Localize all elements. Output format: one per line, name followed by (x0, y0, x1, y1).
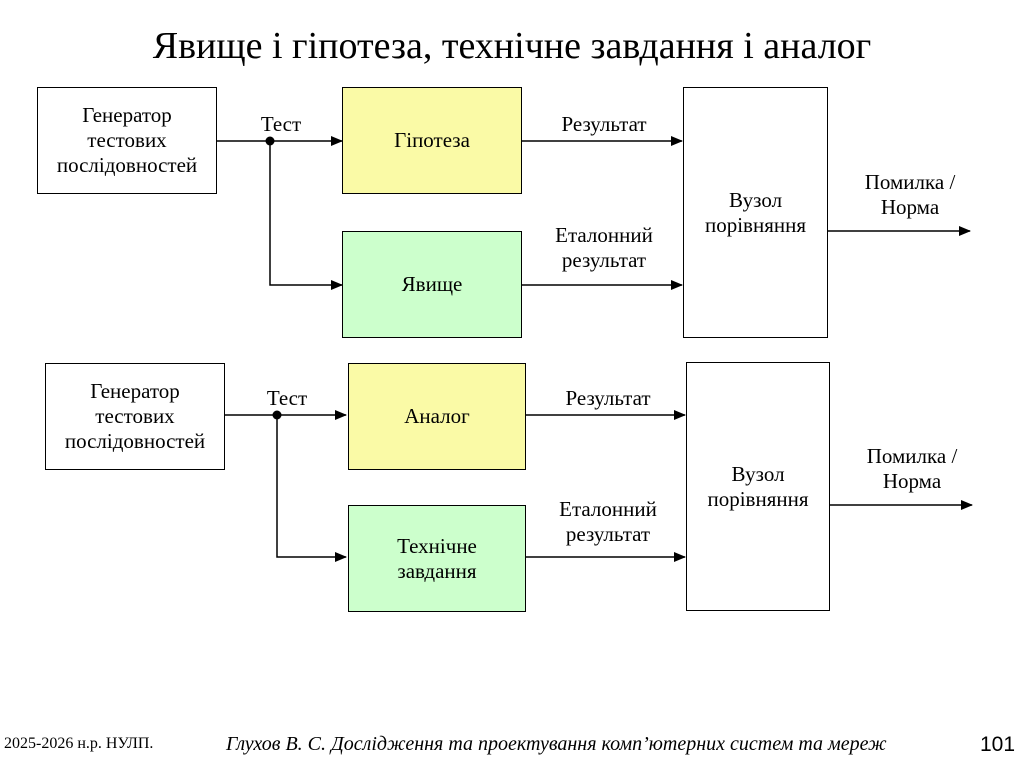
d2-reference-label: Еталонний результат (559, 497, 657, 546)
d2-output-label: Помилка / Норма (866, 444, 958, 493)
d2-junction-dot (272, 410, 282, 420)
d1-branch-arrow (269, 141, 343, 290)
diagram1-connectors (217, 136, 971, 290)
d2-comparator-box: Вузол порівняння (686, 362, 830, 611)
diagram2-connectors (225, 410, 973, 562)
d2-spec-box: Технічне завдання (348, 505, 526, 612)
d1-phenomenon-box: Явище (342, 231, 522, 338)
d1-reference-label: Еталонний результат (555, 223, 653, 272)
footer-year: 2025-2026 н.р. НУЛП. (4, 735, 154, 752)
d1-result-label: Результат (561, 112, 647, 136)
d1-generator-box: Генератор тестових послідовностей (37, 87, 217, 194)
d2-branch-arrow (276, 415, 347, 562)
page-number: 101 (980, 733, 1016, 756)
d1-output-label: Помилка / Норма (864, 170, 956, 219)
d1-comparator-box: Вузол порівняння (683, 87, 828, 338)
d2-test-label: Тест (266, 386, 308, 410)
d1-test-label: Тест (260, 112, 302, 136)
d2-result-label: Результат (565, 386, 651, 410)
d2-analog-box: Аналог (348, 363, 526, 470)
page-title: Явище і гіпотеза, технічне завдання і ан… (152, 25, 872, 67)
d1-junction-dot (265, 136, 275, 146)
d2-generator-box: Генератор тестових послідовностей (45, 363, 225, 470)
footer-citation: Глухов В. С. Дослідження та проектування… (226, 733, 887, 755)
d1-hypothesis-box: Гіпотеза (342, 87, 522, 194)
